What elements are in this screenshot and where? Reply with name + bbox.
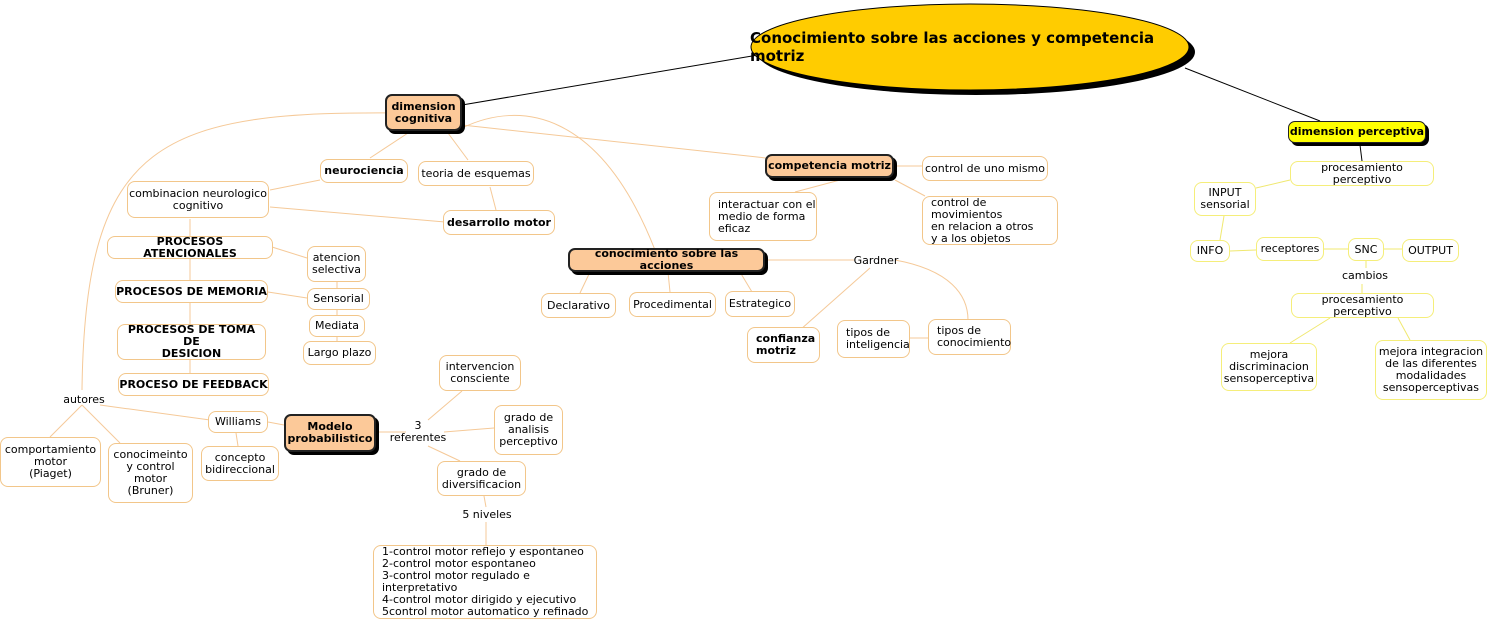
- node-mejora-discriminacion[interactable]: mejora discriminacion sensoperceptiva: [1221, 343, 1317, 391]
- node-combinacion[interactable]: combinacion neurologico cognitivo: [127, 181, 269, 218]
- trunk-line-perceptiva-proc: [1359, 144, 1363, 162]
- node-autores[interactable]: autores: [63, 392, 105, 406]
- node-williams[interactable]: Williams: [208, 411, 268, 433]
- node-mediata[interactable]: Mediata: [309, 315, 365, 337]
- node-info[interactable]: INFO: [1190, 240, 1230, 262]
- node-estrategico[interactable]: Estrategico: [725, 291, 795, 317]
- node-largo-plazo[interactable]: Largo plazo: [303, 341, 376, 365]
- cognitive-connectors: [49, 112, 969, 545]
- node-sensorial[interactable]: Sensorial: [307, 288, 370, 310]
- node-output[interactable]: OUTPUT: [1402, 239, 1459, 262]
- node-modelo-probabilistico[interactable]: Modelo probabilistico: [284, 414, 376, 452]
- node-concepto-bidireccional[interactable]: concepto bidireccional: [201, 446, 279, 481]
- node-interactuar[interactable]: interactuar con el medio de forma eficaz: [709, 192, 817, 241]
- node-conocimiento-control[interactable]: conocimeinto y control motor (Bruner): [108, 443, 193, 503]
- main-topic-shape: [750, 3, 1195, 95]
- trunk-line-cognitiva: [461, 54, 759, 106]
- node-input-sensorial[interactable]: INPUT sensorial: [1194, 182, 1256, 216]
- node-gardner[interactable]: Gardner: [853, 253, 899, 267]
- node-snc[interactable]: SNC: [1348, 238, 1384, 261]
- node-dimension-perceptiva[interactable]: dimension perceptiva: [1288, 121, 1426, 143]
- node-tipos-conocimiento[interactable]: tipos de conocimiento: [928, 319, 1011, 355]
- node-procesos-toma-decision[interactable]: PROCESOS DE TOMA DE DESICION: [117, 324, 266, 360]
- node-dimension-cognitiva[interactable]: dimension cognitiva: [385, 94, 462, 131]
- node-procesamiento-perceptivo-2[interactable]: procesamiento perceptivo: [1291, 293, 1434, 318]
- node-proceso-feedback[interactable]: PROCESO DE FEEDBACK: [118, 373, 269, 396]
- node-control-movimientos[interactable]: control de movimientos en relacion a otr…: [922, 196, 1058, 245]
- node-comportamiento-motor[interactable]: comportamiento motor (Piaget): [0, 437, 101, 487]
- node-teoria-esquemas[interactable]: teoria de esquemas: [418, 161, 534, 186]
- node-desarrollo-motor[interactable]: desarrollo motor: [443, 210, 555, 235]
- node-tipos-inteligencia[interactable]: tipos de inteligencia: [837, 320, 910, 358]
- node-declarativo[interactable]: Declarativo: [541, 293, 616, 318]
- main-topic-title: Conocimiento sobre las acciones y compet…: [750, 29, 1155, 65]
- node-cinco-niveles[interactable]: 5 niveles: [462, 507, 512, 521]
- node-procesos-atencionales[interactable]: PROCESOS ATENCIONALES: [107, 235, 273, 259]
- node-procesamiento-perceptivo-1[interactable]: procesamiento perceptivo: [1290, 161, 1434, 186]
- node-tres-referentes[interactable]: 3 referentes: [389, 419, 447, 444]
- node-atencion-selectiva[interactable]: atencion selectiva: [307, 246, 366, 282]
- node-conocimiento-acciones[interactable]: conocimiento sobre las acciones: [568, 248, 765, 272]
- node-competencia-motriz[interactable]: competencia motriz: [765, 154, 894, 178]
- node-intervencion-consciente[interactable]: intervencion consciente: [439, 355, 521, 391]
- node-receptores[interactable]: receptores: [1256, 237, 1324, 261]
- node-cambios[interactable]: cambios: [1341, 268, 1388, 282]
- node-grado-analisis[interactable]: grado de analisis perceptivo: [494, 405, 563, 455]
- node-grado-diversificacion[interactable]: grado de diversificacion: [437, 461, 526, 496]
- node-control-uno-mismo[interactable]: control de uno mismo: [922, 156, 1048, 181]
- node-procedimental[interactable]: Procedimental: [629, 292, 716, 317]
- node-mejora-integracion[interactable]: mejora integracion de las diferentes mod…: [1375, 340, 1487, 400]
- node-neurociencia[interactable]: neurociencia: [320, 159, 408, 183]
- node-niveles-lista[interactable]: 1-control motor reflejo y espontaneo 2-c…: [373, 545, 597, 619]
- perceptive-connectors: [1219, 179, 1411, 344]
- node-confianza-motriz[interactable]: confianza motriz: [747, 327, 820, 363]
- node-procesos-memoria[interactable]: PROCESOS DE MEMORIA: [115, 280, 268, 303]
- trunk-line-perceptiva: [1184, 67, 1321, 122]
- main-topic[interactable]: Conocimiento sobre las acciones y compet…: [750, 2, 1198, 98]
